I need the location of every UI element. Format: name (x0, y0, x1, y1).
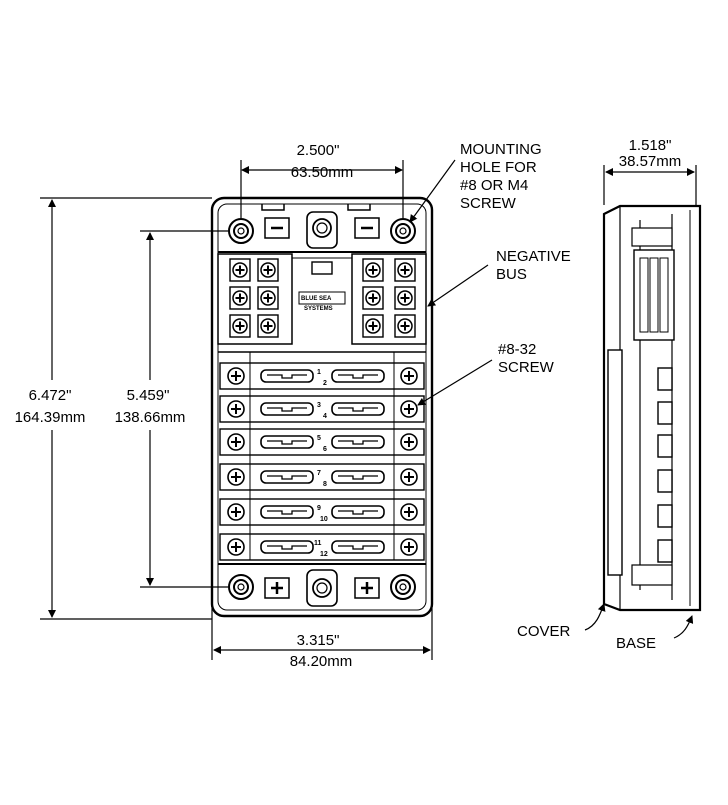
fuse-number-7: 7 (317, 470, 321, 477)
hole-spacing-inch: 5.459" (127, 387, 170, 404)
top-width-mm: 63.50mm (291, 164, 354, 181)
hole-spacing-mm: 138.66mm (115, 409, 186, 426)
fuse-number-9: 9 (317, 505, 321, 512)
dimension-lines (40, 160, 697, 660)
callout-leaders (409, 159, 694, 639)
fuse-number-10: 10 (320, 516, 328, 523)
fuse-number-11: 11 (314, 540, 322, 547)
negative-bus-line2: BUS (496, 266, 527, 283)
fuse-number-8: 8 (323, 481, 327, 488)
fuse-number-12: 12 (320, 551, 328, 558)
mounting-hole-top-right (390, 218, 416, 244)
mounting-callout-line4: SCREW (460, 195, 517, 212)
bottom-width-mm: 84.20mm (290, 653, 353, 670)
side-width-mm: 38.57mm (619, 153, 682, 170)
fuse-number-3: 3 (317, 402, 321, 409)
mounting-callout-line2: HOLE FOR (460, 159, 537, 176)
dimension-texts: 2.500" 63.50mm 1.518" 38.57mm 6.472" 164… (15, 137, 682, 670)
mounting-hole-bottom-right (390, 574, 416, 600)
screw-callout-line2: SCREW (498, 359, 555, 376)
side-width-inch: 1.518" (629, 137, 672, 154)
fuse-number-2: 2 (323, 380, 327, 387)
mounting-callout-line3: #8 OR M4 (460, 177, 528, 194)
mounting-hole-top-left (228, 218, 254, 244)
callout-texts: MOUNTING HOLE FOR #8 OR M4 SCREW NEGATIV… (460, 141, 656, 652)
mounting-callout-line1: MOUNTING (460, 141, 542, 158)
brand-logo: BLUE SEA (301, 296, 332, 302)
fuse-numbers: 1 2 3 4 5 6 7 8 9 10 11 12 (314, 369, 328, 558)
top-width-inch: 2.500" (297, 142, 340, 159)
negative-bus-line1: NEGATIVE (496, 248, 571, 265)
base-label: BASE (616, 635, 656, 652)
fuse-number-5: 5 (317, 435, 321, 442)
svg-text:SYSTEMS: SYSTEMS (304, 306, 333, 312)
overall-height-mm: 164.39mm (15, 409, 86, 426)
side-view (602, 204, 702, 612)
fuse-rows (219, 362, 425, 561)
front-view: BLUE SEA SYSTEMS 1 2 3 4 5 6 7 8 9 (210, 196, 434, 618)
fuse-number-4: 4 (323, 413, 327, 420)
screw-callout-line1: #8-32 (498, 341, 536, 358)
fuse-number-6: 6 (323, 446, 327, 453)
cover-label: COVER (517, 623, 571, 640)
bottom-width-inch: 3.315" (297, 632, 340, 649)
mounting-hole-bottom-left (228, 574, 254, 600)
fuse-number-1: 1 (317, 369, 321, 376)
overall-height-inch: 6.472" (29, 387, 72, 404)
